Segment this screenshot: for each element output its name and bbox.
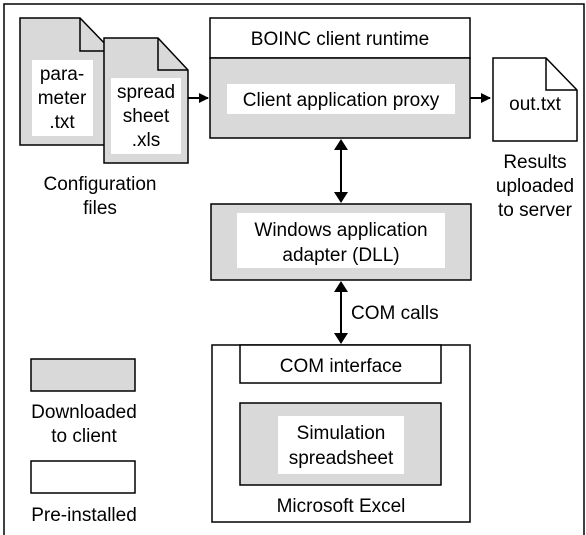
- results-caption-2: uploaded: [496, 176, 574, 197]
- spreadsheet-file-line-2: sheet: [123, 106, 170, 127]
- legend-downloaded-line-2: to client: [51, 426, 117, 447]
- client-proxy-label: Client application proxy: [243, 90, 440, 111]
- legend-preinstalled-swatch: [30, 460, 136, 494]
- simulation-line-1: Simulation: [297, 423, 386, 444]
- parameter-file-line-3: .txt: [49, 112, 75, 133]
- simulation-line-2: spreadsheet: [289, 448, 394, 469]
- parameter-file-label-bg: [32, 60, 93, 136]
- com-calls-label: COM calls: [351, 303, 439, 324]
- proxy-adapter-arrowhead-down: [334, 192, 348, 203]
- spreadsheet-file-label-bg: [111, 78, 181, 154]
- proxy-adapter-arrowhead-up: [334, 139, 348, 150]
- parameter-file-line-1: para-: [40, 64, 84, 85]
- spreadsheet-file-line-3: .xls: [132, 130, 161, 151]
- output-file-icon: [492, 57, 578, 142]
- adapter-com-arrowhead-down: [334, 333, 348, 344]
- configuration-files-caption-1: Configuration: [43, 174, 156, 195]
- parameter-file-line-2: meter: [38, 88, 87, 109]
- windows-adapter-line-1: Windows application: [254, 220, 427, 241]
- windows-adapter-label-bg: [237, 213, 445, 268]
- output-file-label: out.txt: [509, 94, 561, 115]
- legend-downloaded-line-1: Downloaded: [31, 402, 137, 423]
- windows-adapter-line-2: adapter (DLL): [282, 245, 399, 266]
- configuration-files-caption-2: files: [83, 198, 117, 219]
- boinc-runtime-label: BOINC client runtime: [251, 29, 429, 50]
- legend-downloaded-swatch: [30, 358, 136, 392]
- results-caption-1: Results: [503, 152, 566, 173]
- com-interface-box: [239, 344, 442, 384]
- com-interface-label: COM interface: [280, 356, 402, 377]
- adapter-com-arrowhead-up: [334, 281, 348, 292]
- results-caption-3: to server: [498, 200, 573, 221]
- legend-preinstalled-label: Pre-installed: [31, 505, 137, 526]
- client-proxy-label-bg: [227, 84, 455, 114]
- boinc-runtime-box: [209, 17, 471, 59]
- spreadsheet-file-line-1: spread: [117, 82, 175, 103]
- simulation-label-bg: [278, 416, 404, 474]
- figure-border: [3, 3, 585, 535]
- microsoft-excel-caption: Microsoft Excel: [277, 496, 406, 517]
